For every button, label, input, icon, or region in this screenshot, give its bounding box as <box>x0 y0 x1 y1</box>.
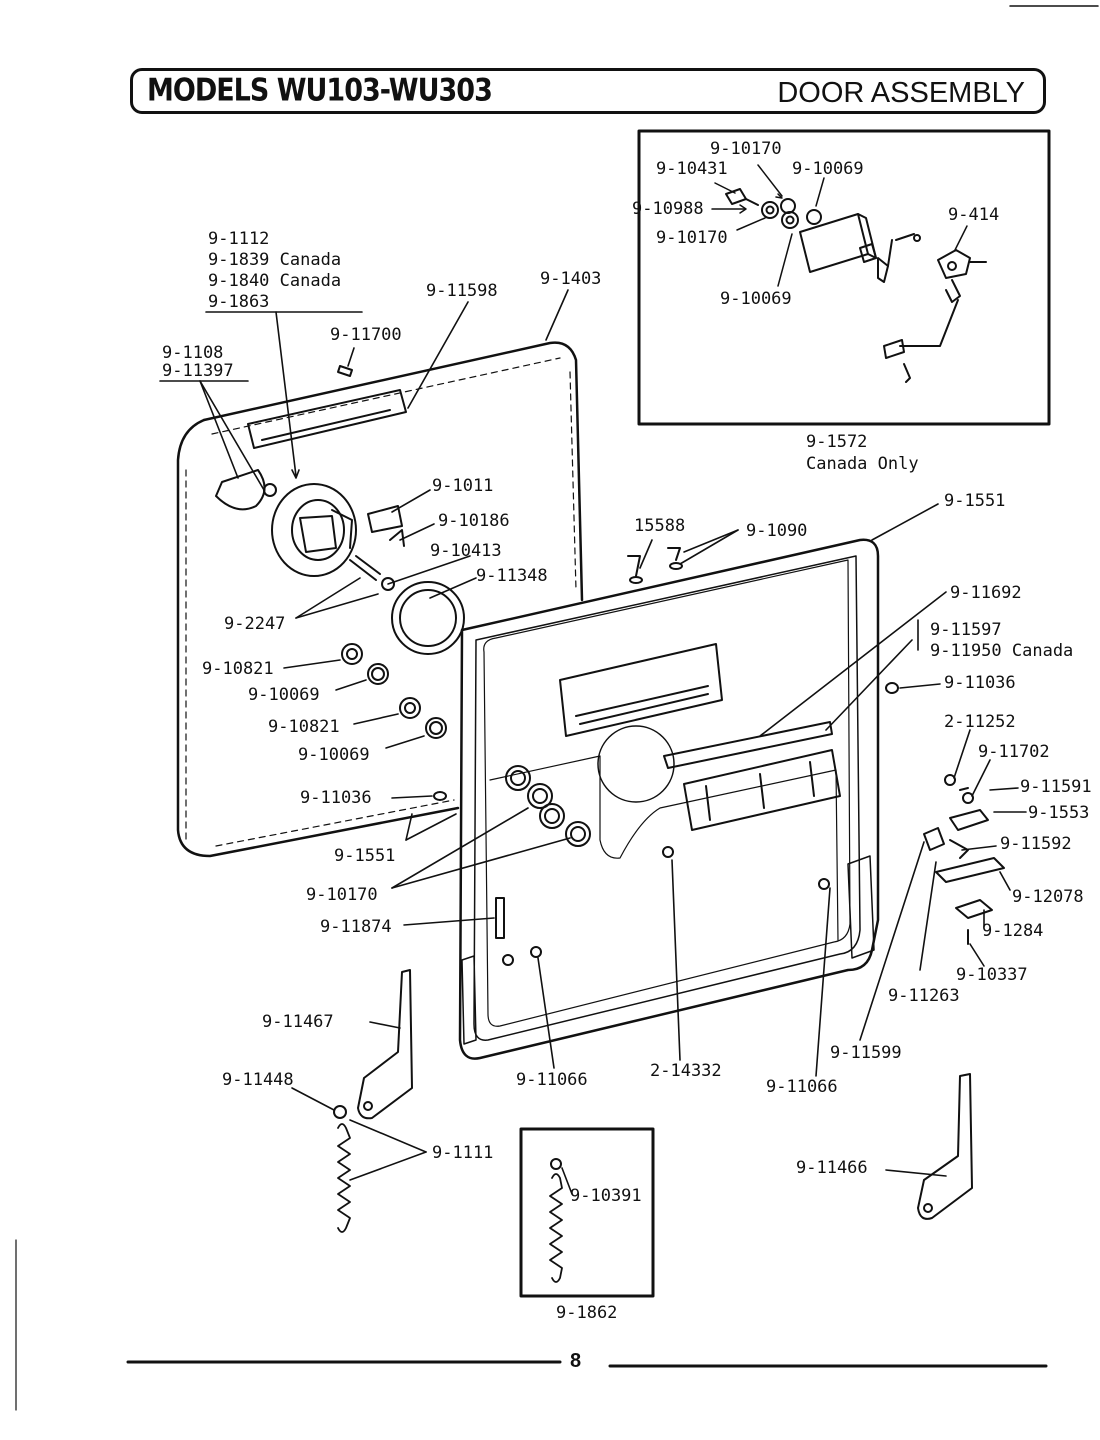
part-label: 9-11597 <box>930 620 1002 640</box>
part-label: 9-11591 <box>1020 777 1092 797</box>
part-label: 9-1090 <box>746 521 808 541</box>
part-label: 9-1111 <box>432 1143 494 1163</box>
inner-door-panel <box>458 538 880 1060</box>
inset-box-bottom <box>519 1127 655 1298</box>
part-label: 9-11950 Canada <box>930 641 1074 661</box>
part-label: 9-11066 <box>516 1070 588 1090</box>
part-label: 9-2247 <box>224 614 286 634</box>
rear-door-panel <box>202 341 584 602</box>
motor-opening <box>391 581 465 655</box>
section-title: DOOR ASSEMBLY <box>777 77 1025 109</box>
part-label: 9-10431 <box>656 159 728 179</box>
part-label: 9-11874 <box>320 917 392 937</box>
part-label: 2-11252 <box>944 712 1016 732</box>
inset-caption-note: Canada Only <box>806 454 919 474</box>
part-label: 9-1108 <box>162 343 224 363</box>
part-label: 2-14332 <box>650 1061 722 1081</box>
part-label: 9-1839 Canada <box>208 250 342 270</box>
part-label: 9-11448 <box>222 1070 294 1090</box>
part-label: 9-414 <box>948 205 1000 225</box>
timer-knob <box>215 469 266 511</box>
part-label: 9-11397 <box>162 361 234 381</box>
door-spring <box>337 1123 351 1233</box>
part-label: 9-1284 <box>982 921 1044 941</box>
part-label: 9-10821 <box>268 717 340 737</box>
part-label: 9-10413 <box>430 541 502 561</box>
part-label: 9-11592 <box>1000 834 1072 854</box>
part-label: 15588 <box>634 516 686 536</box>
part-label: 9-1551 <box>944 491 1006 511</box>
latch-assembly <box>923 774 1005 945</box>
part-label: 9-10988 <box>632 199 704 219</box>
part-label: 9-11036 <box>300 788 372 808</box>
part-label: 9-11702 <box>978 742 1050 762</box>
part-label: 9-11348 <box>476 566 548 586</box>
inset-box-top <box>637 129 1051 426</box>
part-label: 9-11692 <box>950 583 1022 603</box>
part-label: 9-11599 <box>830 1043 902 1063</box>
part-label: 9-1112 <box>208 229 270 249</box>
part-label: 9-11263 <box>888 986 960 1006</box>
part-label: 9-10069 <box>792 159 864 179</box>
part-label: 9-10170 <box>306 885 378 905</box>
part-label: 9-10337 <box>956 965 1028 985</box>
part-label: 9-1551 <box>334 846 396 866</box>
page-number: 8 <box>570 1350 582 1372</box>
inset-caption-part: 9-1862 <box>556 1303 618 1323</box>
part-label: 9-11700 <box>330 325 402 345</box>
right-hinge-arm <box>917 1073 973 1220</box>
part-label: 9-10186 <box>438 511 510 531</box>
part-label: 9-1840 Canada <box>208 271 342 291</box>
part-label: 9-1403 <box>540 269 602 289</box>
part-label: 9-11036 <box>944 673 1016 693</box>
inset-switch-parts <box>725 188 987 383</box>
models-title: MODELS WU103-WU303 <box>147 72 493 109</box>
leader-lines <box>159 289 1027 1195</box>
part-label: 9-10821 <box>202 659 274 679</box>
part-label: 9-10170 <box>656 228 728 248</box>
part-label: 9-10069 <box>720 289 792 309</box>
part-label: 9-11466 <box>796 1158 868 1178</box>
part-label: 9-10170 <box>710 139 782 159</box>
part-label: 9-10391 <box>570 1186 642 1206</box>
part-label: 9-10069 <box>298 745 370 765</box>
part-label: 9-1553 <box>1028 803 1090 823</box>
part-label: 9-11598 <box>426 281 498 301</box>
part-label: 9-11066 <box>766 1077 838 1097</box>
inset-caption-part: 9-1572 <box>806 432 868 452</box>
part-label: 9-12078 <box>1012 887 1084 907</box>
part-label: 9-10069 <box>248 685 320 705</box>
part-label: 9-1011 <box>432 476 494 496</box>
detergent-dispenser <box>683 749 841 831</box>
spring-inset <box>549 1173 563 1283</box>
part-label: 9-11467 <box>262 1012 334 1032</box>
left-hinge-arm <box>357 969 413 1120</box>
part-label: 9-1863 <box>208 292 270 312</box>
title-bar: MODELS WU103-WU303 DOOR ASSEMBLY <box>130 68 1046 114</box>
